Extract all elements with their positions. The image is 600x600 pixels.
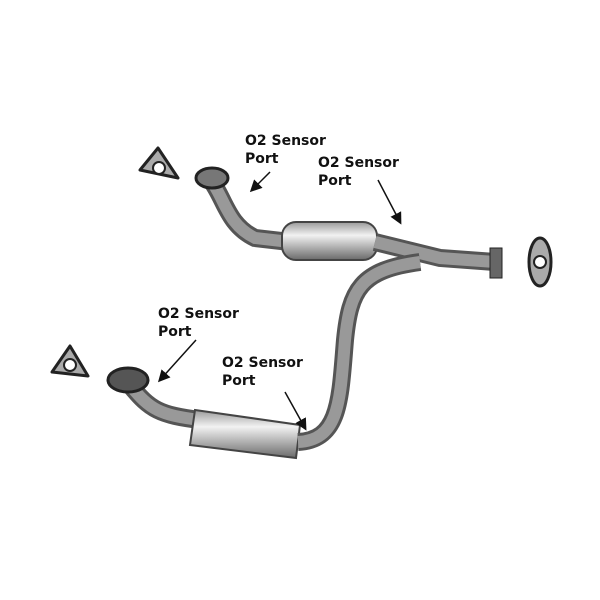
callout-label-4: O2 Sensor Port <box>222 354 303 390</box>
callout-line1: O2 Sensor <box>318 155 399 171</box>
callout-line2: Port <box>158 324 192 340</box>
callout-line2: Port <box>318 173 352 189</box>
lower-catalytic-converter <box>188 408 302 460</box>
gasket-right <box>527 236 553 288</box>
callout-arrow-2 <box>377 179 402 225</box>
callout-line2: Port <box>222 373 256 389</box>
gasket-upper-left <box>138 146 180 180</box>
callout-line2: Port <box>245 151 279 167</box>
callout-label-2: O2 Sensor Port <box>318 154 399 190</box>
gasket-lower-left <box>50 344 90 378</box>
callout-label-3: O2 Sensor Port <box>158 305 239 341</box>
callout-line1: O2 Sensor <box>245 133 326 149</box>
callout-arrow-4 <box>284 391 307 431</box>
lower-pipe <box>106 253 422 460</box>
callout-arrow-3 <box>157 339 197 383</box>
callout-line1: O2 Sensor <box>222 355 303 371</box>
upper-catalytic-converter <box>281 221 378 261</box>
callout-arrow-1 <box>249 171 271 193</box>
upper-pipe <box>194 166 503 279</box>
callout-label-1: O2 Sensor Port <box>245 132 326 168</box>
callout-line1: O2 Sensor <box>158 306 239 322</box>
